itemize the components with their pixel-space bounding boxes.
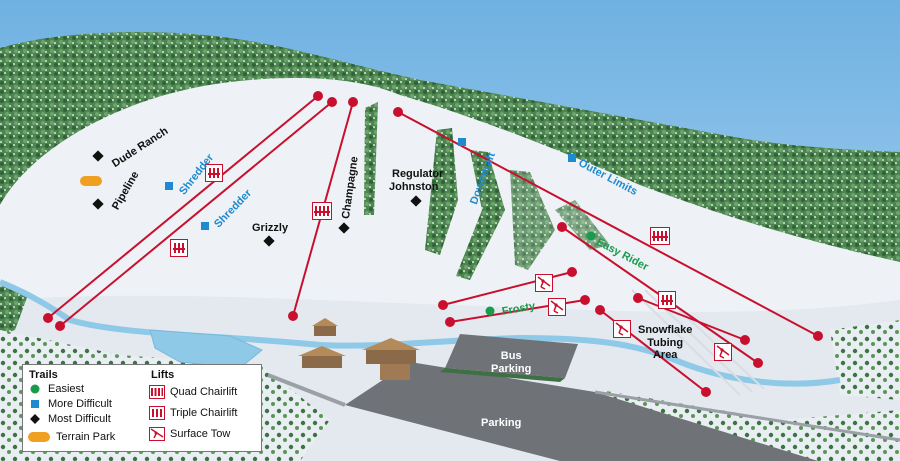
legend-label: Triple Chairlift: [170, 407, 238, 419]
area-label-bus-parking[interactable]: Bus Parking: [491, 350, 531, 375]
black-diamond-icon: [338, 222, 350, 234]
terrain-park-icon: [28, 432, 50, 442]
lodge-buildings: [298, 318, 420, 380]
green-circle-icon: [586, 231, 596, 241]
area-label-snowflake-tubing[interactable]: Snowflake Tubing Area: [638, 324, 692, 362]
green-circle-icon: [30, 384, 40, 394]
blue-square-icon: [201, 222, 209, 230]
surface-tow-icon: [535, 274, 553, 292]
legend-item-most-difficult: Most Difficult: [27, 413, 111, 425]
blue-square-icon: [31, 400, 39, 408]
legend-label: Most Difficult: [48, 413, 111, 425]
triple-chairlift-icon: [170, 239, 188, 257]
parking-lot-shape: [345, 362, 818, 461]
quad-chairlift-icon: [312, 202, 332, 220]
legend-label: Easiest: [48, 383, 85, 395]
green-circle-icon: [485, 306, 495, 316]
legend-label: Terrain Park: [56, 431, 116, 443]
legend-item-terrain-park: Terrain Park: [27, 431, 115, 443]
lift-line-1: [47, 95, 319, 319]
lift-terminals: [43, 91, 823, 397]
blue-square-icon: [568, 154, 576, 162]
lift-line-6: [637, 297, 746, 341]
quad-chairlift-icon: [149, 385, 165, 399]
triple-chairlift-icon: [658, 291, 676, 309]
blue-square-icon: [165, 182, 173, 190]
legend-item-surface-tow: Surface Tow: [149, 427, 230, 441]
quad-chairlift-icon: [650, 227, 670, 245]
legend-label: Surface Tow: [170, 428, 231, 440]
surface-tow-icon: [548, 298, 566, 316]
trail-symbols: [80, 138, 596, 316]
area-label-parking[interactable]: Parking: [481, 417, 522, 429]
area-label-line: Snowflake: [638, 324, 693, 336]
area-label-line: Tubing: [647, 336, 684, 349]
triple-chairlift-icon: [149, 406, 165, 420]
lift-line-4: [397, 111, 819, 337]
trail-label-regulator[interactable]: Regulator: [392, 168, 444, 180]
black-diamond-icon: [30, 414, 40, 424]
bus-parking-lot-shape: [445, 334, 578, 378]
area-label-line: Bus: [500, 350, 522, 362]
black-diamond-icon: [263, 235, 275, 247]
legend-item-triple-chairlift: Triple Chairlift: [149, 406, 237, 420]
blue-square-icon: [458, 138, 466, 146]
legend-label: Quad Chairlift: [170, 386, 238, 398]
trail-label-johnston[interactable]: Johnston: [389, 181, 439, 193]
legend-item-more-difficult: More Difficult: [27, 398, 112, 410]
surface-tow-icon: [714, 343, 732, 361]
map-legend: Trails Easiest More Difficult Most Diffi…: [22, 364, 262, 452]
legend-trails-title: Trails: [29, 369, 58, 381]
triple-chairlift-icon: [205, 164, 223, 182]
legend-item-easiest: Easiest: [27, 383, 84, 395]
surface-tow-icon: [613, 320, 631, 338]
terrain-park-icon: [80, 176, 102, 186]
lift-line-2: [59, 101, 333, 327]
legend-label: More Difficult: [48, 398, 112, 410]
legend-lifts-title: Lifts: [151, 369, 175, 381]
area-label-line: Area: [652, 349, 678, 362]
area-label-line: Parking: [491, 362, 532, 375]
trail-label-grizzly[interactable]: Grizzly: [252, 222, 289, 234]
surface-tow-icon: [149, 427, 165, 441]
black-diamond-icon: [410, 195, 422, 207]
legend-item-quad-chairlift: Quad Chairlift: [149, 385, 237, 399]
river: [0, 279, 841, 387]
